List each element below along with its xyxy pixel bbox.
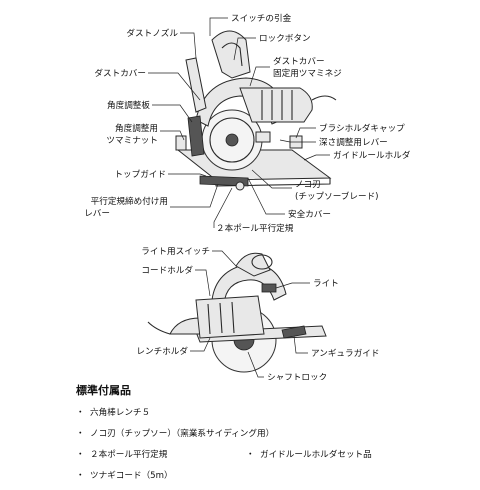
accessory-guide-holder-set: ガイドルールホルダセット品 xyxy=(260,450,372,460)
circular-saw-diagrams: スイッチの引金 ダストノズル ロックボタン ダストカバー ダストカバー 固定用ツ… xyxy=(84,12,411,380)
label-cord-holder: コードホルダ xyxy=(141,264,193,276)
leader-lines-bottom xyxy=(190,250,310,378)
list-item: ・ ノコ刃（チップソー）（窯業系サイディング用） xyxy=(76,427,274,448)
standard-accessories: 標準付属品 ・ 六角棒レンチ５ ・ ノコ刃（チップソー）（窯業系サイディング用）… xyxy=(76,382,476,490)
accessory-row: ・ ツナギコード（5m） xyxy=(76,469,476,490)
leader-lines-top xyxy=(148,17,330,228)
label-light: ライト xyxy=(313,278,339,289)
label-angular-guide: アンギュラガイド xyxy=(311,348,379,359)
list-item: ・ ガイドルールホルダセット品 xyxy=(246,448,372,469)
label-two-pole-guide: ２本ポール平行定規 xyxy=(216,222,294,234)
accessory-row: ・ ２本ポール平行定規 ・ ガイドルールホルダセット品 xyxy=(76,448,476,469)
list-item: ・ ２本ポール平行定規 xyxy=(76,448,246,469)
bullet: ・ xyxy=(76,429,85,439)
list-item: ・ ツナギコード（5m） xyxy=(76,469,173,490)
label-angle-knob-line2: ツマミナット xyxy=(106,135,158,146)
saw-front-illustration xyxy=(175,30,337,191)
label-light-switch: ライト用スイッチ xyxy=(141,246,210,257)
label-angle-plate: 角度調整板 xyxy=(107,99,150,111)
label-shaft-lock: シャフトロック xyxy=(267,372,327,380)
label-dust-cover: ダストカバー xyxy=(94,67,146,79)
list-item: ・ 六角棒レンチ５ xyxy=(76,406,150,427)
label-dust-cover-knob-line2: 固定用ツマミネジ xyxy=(273,67,342,79)
accessory-saw-blade: ノコ刃（チップソー）（窯業系サイディング用） xyxy=(90,429,275,439)
label-dust-cover-knob-line1: ダストカバー xyxy=(273,55,325,67)
label-lock-button: ロックボタン xyxy=(259,33,311,44)
label-wrench-holder: レンチホルダ xyxy=(136,345,188,357)
accessory-two-pole-guide: ２本ポール平行定規 xyxy=(90,450,168,460)
label-guide-holder: ガイドルールホルダ xyxy=(333,149,411,161)
label-parallel-lever-line2: レバー xyxy=(84,208,110,219)
accessory-row: ・ 六角棒レンチ５ xyxy=(76,406,476,427)
bullet: ・ xyxy=(76,471,85,481)
manual-page: スイッチの引金 ダストノズル ロックボタン ダストカバー ダストカバー 固定用ツ… xyxy=(76,12,411,481)
accessories-title: 標準付属品 xyxy=(76,384,131,397)
saw-side-illustration xyxy=(147,252,327,373)
bullet: ・ xyxy=(246,450,255,460)
label-saw-blade-line1: ノコ刃 xyxy=(295,180,321,190)
label-brush-cap: ブラシホルダキャップ xyxy=(319,122,405,134)
label-depth-lever: 深さ調整用レバー xyxy=(319,136,388,148)
bullet: ・ xyxy=(76,450,85,460)
accessory-row: ・ ノコ刃（チップソー）（窯業系サイディング用） xyxy=(76,427,476,448)
bullet: ・ xyxy=(76,408,85,418)
label-dust-nozzle: ダストノズル xyxy=(126,27,178,39)
accessory-extension-cord: ツナギコード（5m） xyxy=(90,471,173,481)
accessory-hex-wrench: 六角棒レンチ５ xyxy=(90,408,151,418)
label-safety-cover: 安全カバー xyxy=(288,208,331,220)
label-saw-blade-line2: (チップソーブレード) xyxy=(295,190,379,202)
label-angle-knob-line1: 角度調整用 xyxy=(115,122,158,134)
label-top-guide: トップガイド xyxy=(114,169,166,180)
label-parallel-lever-line1: 平行定規締め付け用 xyxy=(91,195,168,207)
label-switch-trigger: スイッチの引金 xyxy=(231,12,292,24)
